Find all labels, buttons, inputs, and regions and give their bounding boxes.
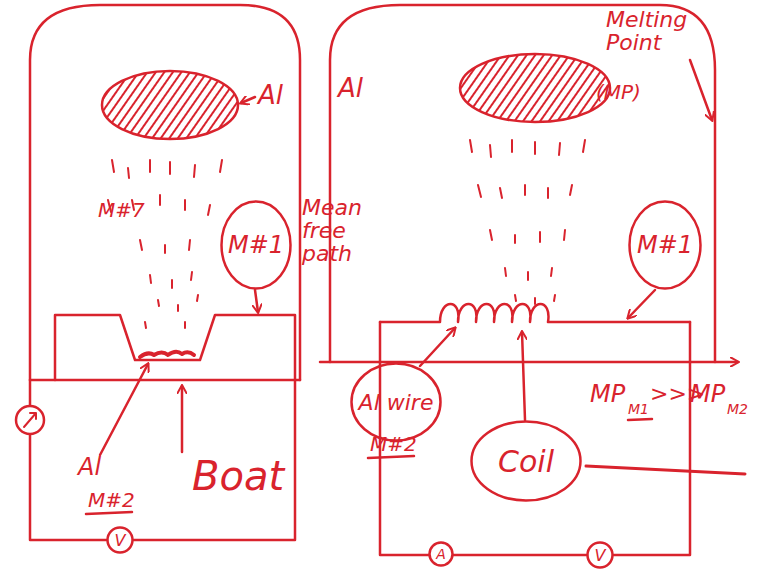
node-text: Al wire [359, 390, 434, 415]
circuit-wire [380, 322, 690, 555]
note-text: (MP) [596, 82, 641, 103]
ellipse-outline [430, 543, 453, 566]
material-label: M#7 [98, 200, 145, 221]
filament-coil [380, 304, 690, 322]
ellipse-outline [630, 202, 701, 289]
base-line [30, 379, 300, 382]
voltmeter-symbol: V [586, 541, 614, 569]
ellipse-outline [108, 528, 133, 553]
base-line [320, 361, 738, 364]
node-text: A [436, 546, 446, 562]
leader-line [100, 364, 148, 455]
callout-circle: M#1 [628, 200, 702, 290]
circuit-wire [30, 380, 295, 540]
material-label: Al [78, 455, 101, 480]
material-label: Al [258, 82, 283, 109]
underline [368, 456, 414, 458]
substrate [460, 54, 610, 122]
material-label: M#2 [88, 490, 135, 511]
node-text: Coil [498, 444, 554, 479]
callout-circle: Coil [470, 420, 582, 502]
ammeter-needle [24, 413, 36, 427]
callout-circle: M#1 [220, 200, 292, 290]
formula-text: MP [690, 382, 725, 407]
vapor-stream [108, 160, 222, 328]
leader-line [241, 97, 255, 103]
vapor-stream [470, 140, 585, 304]
substrate [102, 71, 238, 139]
ellipse-outline [472, 422, 581, 501]
bell-jar [30, 5, 300, 380]
material-label: Al [338, 75, 363, 102]
leader-line [255, 290, 258, 312]
leader-line [181, 386, 184, 452]
underline [628, 419, 652, 420]
node-text: V [115, 531, 126, 550]
leader-line [690, 60, 712, 120]
formula-text: MP [590, 382, 625, 407]
formula-subscript: M2 [727, 402, 748, 417]
callout-circle: Al wire [350, 362, 442, 442]
node-text: V [595, 546, 606, 565]
underline [86, 512, 132, 514]
bell-jar [330, 5, 715, 362]
aluminium-charge [140, 352, 194, 357]
leader-line [420, 328, 455, 366]
ellipse-outline [588, 543, 613, 568]
ammeter-symbol: A [428, 541, 454, 567]
part-label: Boat [192, 455, 284, 497]
leader-line [628, 290, 655, 318]
ammeter-symbol [16, 406, 44, 434]
voltmeter-symbol: V [106, 526, 134, 554]
ellipse-outline [352, 364, 441, 441]
note-text: Melting Point [606, 8, 706, 54]
ellipse-outline [222, 202, 291, 289]
node-text: M#1 [637, 231, 693, 259]
node-text: M#1 [228, 231, 284, 259]
formula-subscript: M1 [628, 402, 649, 417]
leader-line [522, 332, 525, 420]
boat [55, 315, 295, 380]
note-text: Mean free path [302, 196, 372, 265]
scribble-line [586, 466, 745, 474]
